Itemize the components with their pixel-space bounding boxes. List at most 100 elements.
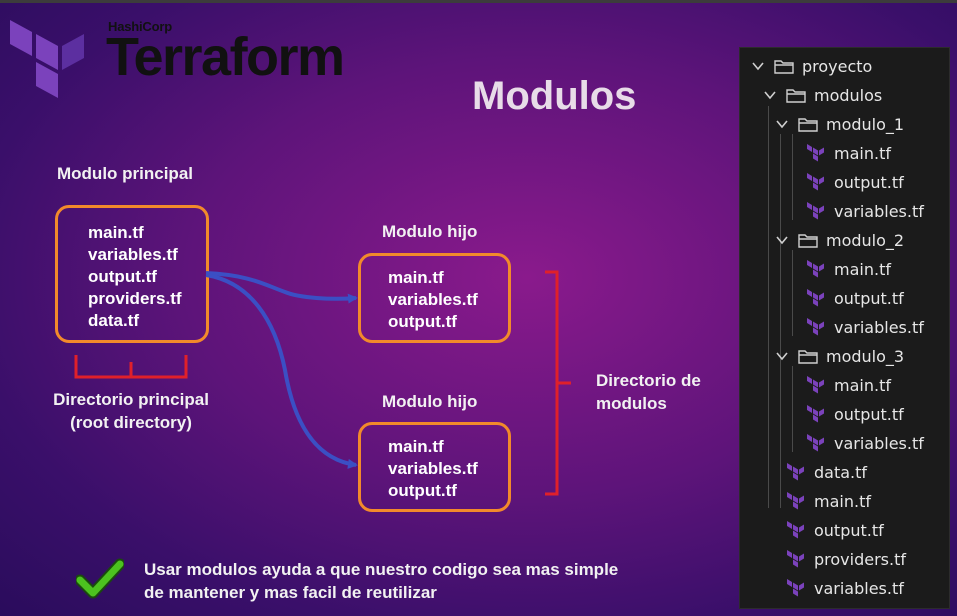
tree-file-row[interactable]: variables.tf xyxy=(786,576,904,600)
tree-folder-label: modulos xyxy=(814,85,883,105)
tree-file-label: output.tf xyxy=(834,172,904,192)
root-caption-line1: Directorio principal xyxy=(53,390,209,409)
child1-file: output.tf xyxy=(388,312,457,331)
tree-guide xyxy=(792,250,793,336)
note-line2: de mantener y mas facil de reutilizar xyxy=(144,583,437,602)
terraform-file-icon xyxy=(807,405,824,423)
tree-folder-row[interactable]: modulos xyxy=(762,83,882,107)
tree-file-row[interactable]: main.tf xyxy=(806,373,891,397)
terraform-file-icon xyxy=(787,579,804,597)
tree-file-label: main.tf xyxy=(814,491,871,511)
tree-file-label: output.tf xyxy=(834,404,904,424)
terraform-file-icon xyxy=(807,260,824,278)
tree-file-row[interactable]: main.tf xyxy=(806,257,891,281)
terraform-file-icon xyxy=(787,521,804,539)
child-module-1-heading: Modulo hijo xyxy=(382,222,478,241)
terraform-file-icon xyxy=(807,318,824,336)
tree-file-row[interactable]: output.tf xyxy=(786,518,884,542)
modules-bracket xyxy=(545,270,571,496)
root-file: variables.tf xyxy=(88,245,178,264)
tree-folder-row[interactable]: modulo_3 xyxy=(774,344,904,368)
tree-file-label: main.tf xyxy=(834,143,891,163)
tree-file-row[interactable]: main.tf xyxy=(806,141,891,165)
tree-file-row[interactable]: output.tf xyxy=(806,170,904,194)
tree-file-row[interactable]: variables.tf xyxy=(806,431,924,455)
folder-open-icon xyxy=(786,89,806,103)
check-icon xyxy=(76,558,124,599)
child2-file: variables.tf xyxy=(388,459,478,478)
terraform-logo-icon xyxy=(10,20,84,98)
modules-caption-line1: Directorio de xyxy=(596,371,701,390)
modules-directory-caption: Directorio de modulos xyxy=(596,369,701,415)
chevron-down-icon[interactable] xyxy=(774,232,790,248)
note-text: Usar modulos ayuda a que nuestro codigo … xyxy=(144,558,618,604)
tree-file-row[interactable]: data.tf xyxy=(786,460,867,484)
chevron-down-icon[interactable] xyxy=(774,116,790,132)
tree-file-label: variables.tf xyxy=(834,201,924,221)
terraform-file-icon xyxy=(807,144,824,162)
terraform-file-icon xyxy=(787,463,804,481)
folder-open-icon xyxy=(798,118,818,132)
root-file: data.tf xyxy=(88,311,139,330)
root-file: output.tf xyxy=(88,267,157,286)
child1-file: variables.tf xyxy=(388,290,478,309)
brand-product: Terraform xyxy=(106,27,345,87)
child-module-2-heading: Modulo hijo xyxy=(382,392,478,411)
chevron-down-icon[interactable] xyxy=(762,87,778,103)
tree-file-row[interactable]: variables.tf xyxy=(806,315,924,339)
chevron-down-icon[interactable] xyxy=(774,348,790,364)
folder-open-icon xyxy=(798,350,818,364)
child1-file: main.tf xyxy=(388,268,444,287)
root-file: main.tf xyxy=(88,223,144,242)
root-bracket xyxy=(74,355,188,379)
tree-file-row[interactable]: main.tf xyxy=(786,489,871,513)
terraform-file-icon xyxy=(807,202,824,220)
tree-file-label: output.tf xyxy=(814,520,884,540)
tree-folder-label: proyecto xyxy=(802,56,873,76)
tree-guide xyxy=(792,134,793,220)
folder-open-icon xyxy=(798,234,818,248)
tree-file-label: variables.tf xyxy=(814,578,904,598)
tree-file-label: main.tf xyxy=(834,259,891,279)
note-line1: Usar modulos ayuda a que nuestro codigo … xyxy=(144,560,619,579)
page-title: Modulos xyxy=(472,74,637,118)
root-module-box: main.tf variables.tf output.tf providers… xyxy=(55,205,209,343)
tree-guide xyxy=(768,106,769,508)
terraform-file-icon xyxy=(807,289,824,307)
tree-file-label: output.tf xyxy=(834,288,904,308)
brand-company: HashiCorp xyxy=(108,19,172,34)
tree-file-row[interactable]: output.tf xyxy=(806,286,904,310)
tree-folder-label: modulo_3 xyxy=(826,346,905,366)
child-module-1-box: main.tf variables.tf output.tf xyxy=(358,253,511,343)
root-caption-line2: (root directory) xyxy=(70,413,192,432)
terraform-file-icon xyxy=(787,550,804,568)
folder-open-icon xyxy=(774,60,794,74)
arrow-to-child-1 xyxy=(205,271,358,304)
tree-guide xyxy=(792,366,793,452)
tree-file-label: variables.tf xyxy=(834,433,924,453)
terraform-file-icon xyxy=(807,434,824,452)
tree-folder-label: modulo_1 xyxy=(826,114,905,134)
tree-file-label: providers.tf xyxy=(814,549,906,569)
tree-file-label: variables.tf xyxy=(834,317,924,337)
tree-folder-row[interactable]: modulo_2 xyxy=(774,228,904,252)
root-directory-caption: Directorio principal (root directory) xyxy=(44,388,218,434)
tree-file-row[interactable]: providers.tf xyxy=(786,547,906,571)
chevron-down-icon[interactable] xyxy=(750,58,766,74)
tree-file-row[interactable]: variables.tf xyxy=(806,199,924,223)
top-border xyxy=(0,0,957,3)
root-file: providers.tf xyxy=(88,289,182,308)
tree-folder-row[interactable]: modulo_1 xyxy=(774,112,904,136)
tree-folder-label: modulo_2 xyxy=(826,230,905,250)
tree-file-label: data.tf xyxy=(814,462,868,482)
terraform-file-icon xyxy=(807,173,824,191)
child2-file: output.tf xyxy=(388,481,457,500)
tree-folder-row[interactable]: proyecto xyxy=(750,54,872,78)
modules-caption-line2: modulos xyxy=(596,394,667,413)
tree-file-row[interactable]: output.tf xyxy=(806,402,904,426)
tree-guide xyxy=(780,134,781,508)
root-module-heading: Modulo principal xyxy=(57,164,193,183)
arrow-to-child-2 xyxy=(205,273,358,469)
tree-file-label: main.tf xyxy=(834,375,891,395)
